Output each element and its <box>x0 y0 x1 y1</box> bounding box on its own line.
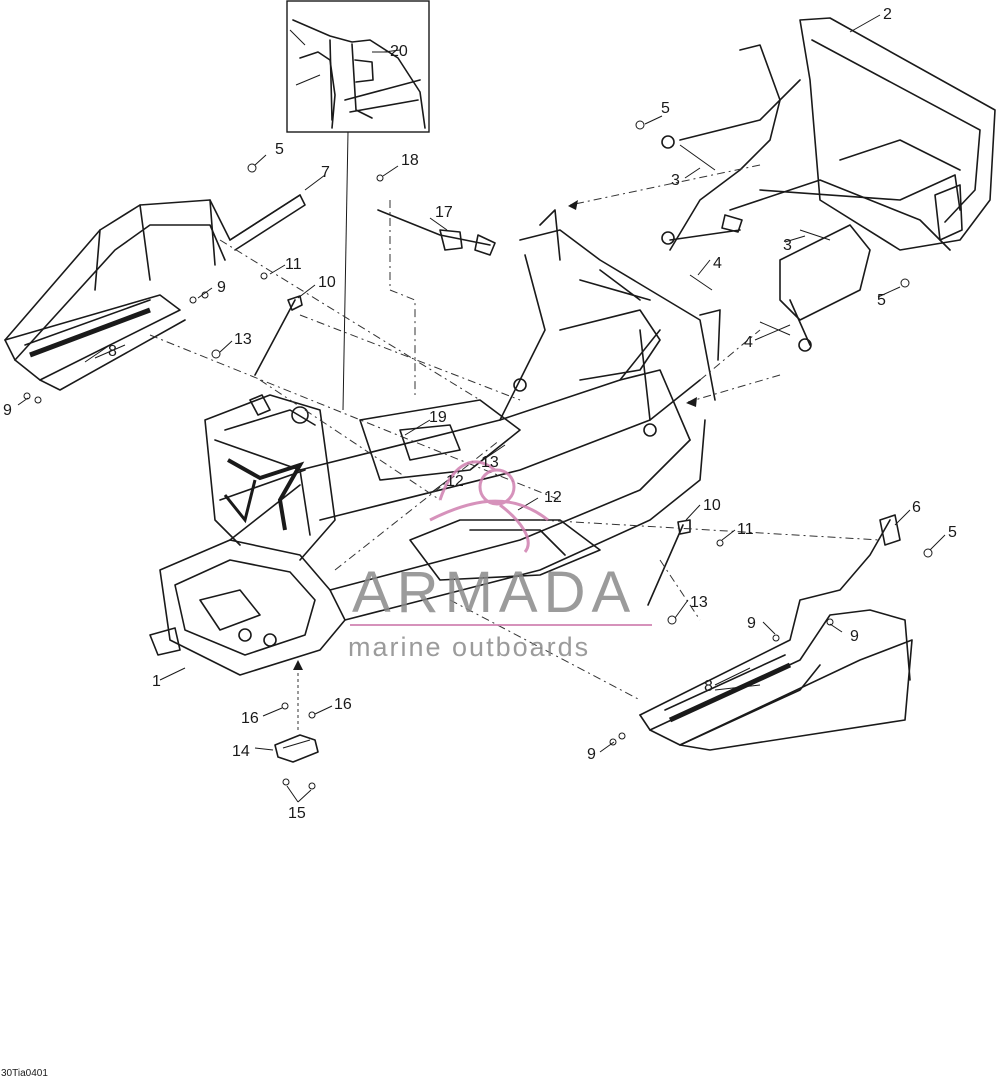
callout-17: 17 <box>435 204 453 221</box>
callout-5: 5 <box>661 100 670 117</box>
callout-16: 16 <box>334 696 352 713</box>
watermark-logo-mark <box>429 460 549 553</box>
callout-5: 5 <box>275 141 284 158</box>
main-chassis-frame <box>149 209 721 676</box>
right-footrest-assembly <box>639 514 913 751</box>
callout-10: 10 <box>318 274 336 291</box>
watermark-tagline: marine outboards <box>348 632 590 662</box>
callout-10: 10 <box>703 497 721 514</box>
callout-12: 12 <box>544 489 562 506</box>
detail-inset-box <box>286 0 430 411</box>
callout-9: 9 <box>747 615 756 632</box>
callout-6: 6 <box>912 499 921 516</box>
callout-8: 8 <box>704 678 713 695</box>
watermark: ARMADA marine outboards <box>348 460 652 662</box>
callout-12: 12 <box>446 473 464 490</box>
callout-15: 15 <box>288 805 306 822</box>
assembly-lines <box>149 164 881 730</box>
callout-1: 1 <box>152 673 161 690</box>
callout-labels: 1 2 3 3 4 4 5 5 5 5 6 7 8 8 9 9 9 9 9 10… <box>3 6 957 822</box>
callout-5: 5 <box>948 524 957 541</box>
callout-9: 9 <box>217 279 226 296</box>
callout-3: 3 <box>671 172 680 189</box>
callout-11: 11 <box>285 256 302 273</box>
callout-2: 2 <box>883 6 892 23</box>
callout-7: 7 <box>321 164 330 181</box>
callout-18: 18 <box>401 152 419 169</box>
callout-4: 4 <box>744 334 753 351</box>
callout-9: 9 <box>587 746 596 763</box>
fasteners <box>23 120 933 790</box>
rear-subframe <box>661 17 996 352</box>
callout-9: 9 <box>3 402 12 419</box>
left-footrest-assembly <box>4 194 306 391</box>
watermark-brand: ARMADA <box>352 560 636 625</box>
callout-20: 20 <box>390 43 408 60</box>
callout-3: 3 <box>783 237 792 254</box>
tie-rod-10-right <box>647 519 691 606</box>
leader-lines <box>17 14 946 803</box>
callout-11: 11 <box>737 521 754 538</box>
callout-13: 13 <box>481 454 499 471</box>
rod-17 <box>377 209 496 256</box>
diagram-code: 30Tia0401 <box>1 1068 48 1079</box>
callout-13: 13 <box>234 331 252 348</box>
callout-19: 19 <box>429 409 447 426</box>
callout-5: 5 <box>877 292 886 309</box>
callout-13: 13 <box>690 594 708 611</box>
callout-14: 14 <box>232 743 250 760</box>
tie-rod-10-left <box>254 295 303 376</box>
skid-plate-14 <box>274 734 319 763</box>
callout-16: 16 <box>241 710 259 727</box>
callout-8: 8 <box>108 343 117 360</box>
callout-4: 4 <box>713 255 722 272</box>
callout-9: 9 <box>850 628 859 645</box>
